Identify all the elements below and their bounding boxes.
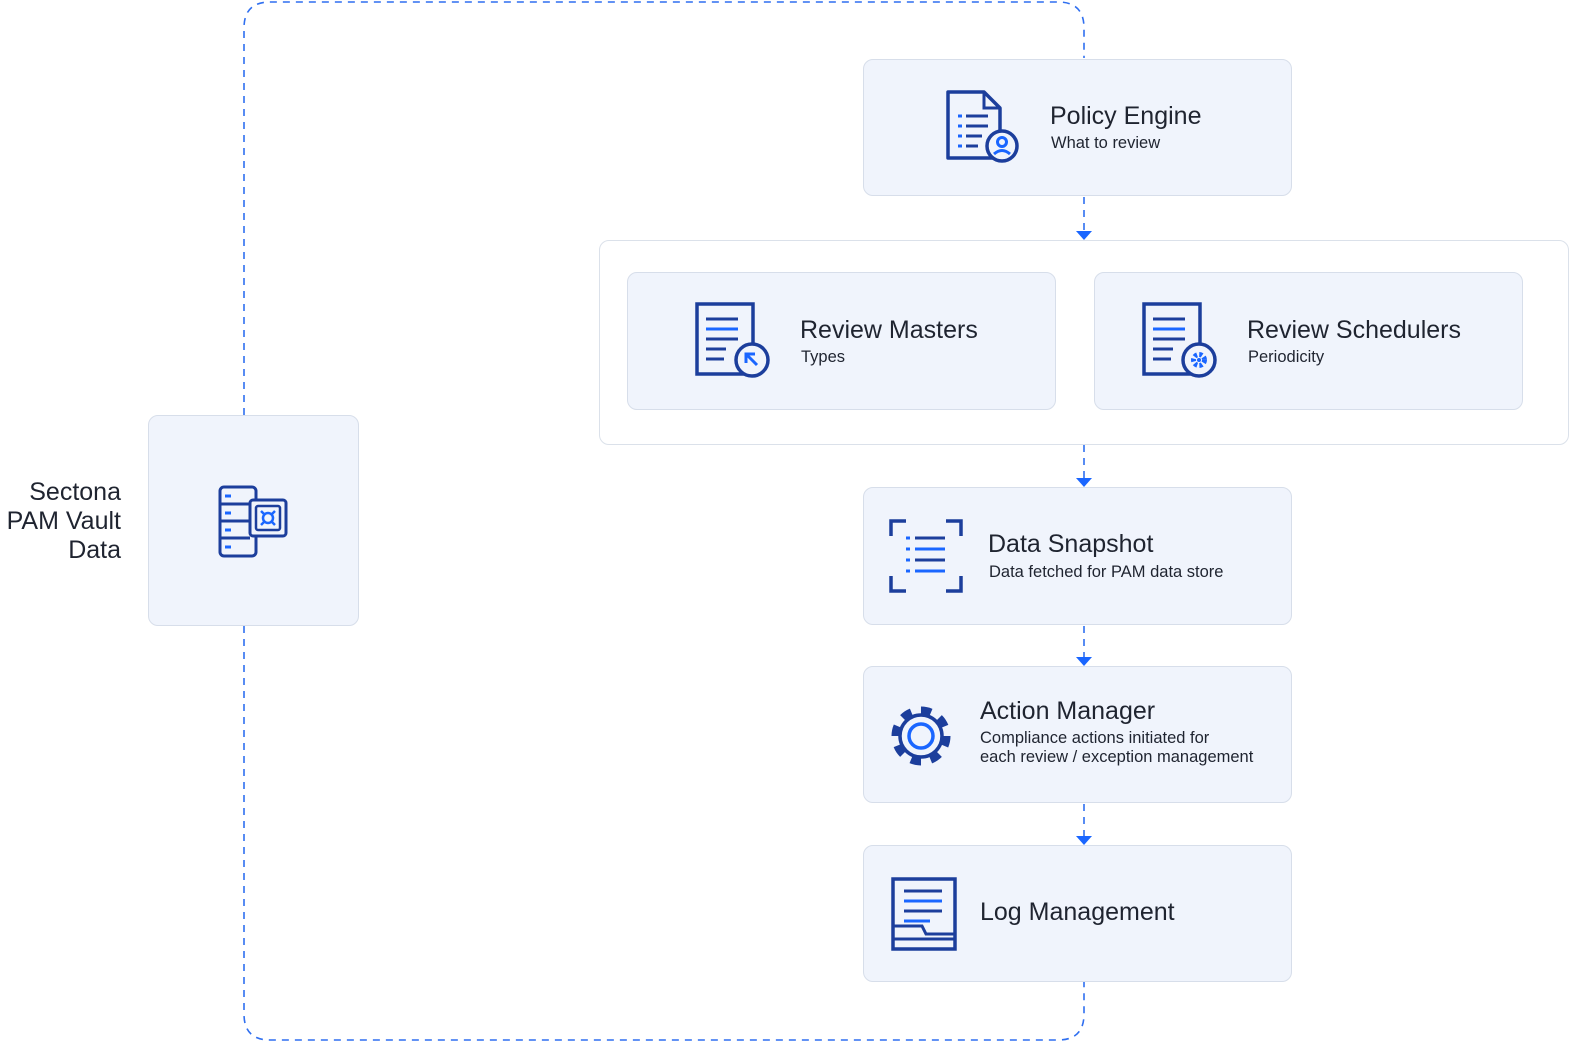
action-manager-subtitle-line: Compliance actions initiated for — [980, 729, 1210, 747]
arrowhead-snapshot — [1076, 478, 1092, 487]
data-snapshot-subtitle: Data fetched for PAM data store — [989, 563, 1224, 581]
action-manager-subtitle-line: each review / exception management — [980, 748, 1254, 766]
policy-engine-card: Policy Engine What to review — [863, 59, 1292, 196]
data-snapshot-title: Data Snapshot — [988, 530, 1154, 558]
vault-loop-connector — [243, 1, 1085, 415]
review-masters-title: Review Masters — [800, 316, 978, 344]
log-management-title: Log Management — [980, 898, 1175, 926]
vault-card — [148, 415, 359, 626]
vault-label-line: Sectona — [29, 478, 121, 506]
document-cursor-icon — [695, 302, 770, 378]
vault-label: Sectona PAM Vault Data — [0, 478, 121, 565]
vault-label-line: Data — [68, 536, 121, 564]
review-masters-card: Review Masters Types — [627, 272, 1056, 410]
data-snapshot-card: Data Snapshot Data fetched for PAM data … — [863, 487, 1292, 625]
review-schedulers-subtitle: Periodicity — [1248, 348, 1325, 366]
arrowhead-action — [1076, 657, 1092, 666]
log-book-icon — [891, 877, 957, 951]
scan-list-icon — [889, 519, 963, 593]
log-management-card: Log Management — [863, 845, 1292, 982]
policy-document-user-icon — [946, 90, 1019, 163]
review-schedulers-card: Review Schedulers Periodicity — [1094, 272, 1523, 410]
vault-label-line: PAM Vault — [6, 507, 121, 535]
arrowhead-log — [1076, 836, 1092, 845]
document-gear-icon — [1142, 302, 1217, 378]
arrowhead-review-group — [1076, 231, 1092, 240]
server-vault-icon — [218, 485, 288, 558]
vault-return-connector — [243, 626, 1085, 1041]
review-masters-subtitle: Types — [801, 348, 846, 366]
gear-icon — [891, 706, 951, 766]
action-manager-title: Action Manager — [980, 697, 1156, 725]
action-manager-card: Action Manager Compliance actions initia… — [863, 666, 1292, 803]
review-schedulers-title: Review Schedulers — [1247, 316, 1461, 344]
policy-engine-title: Policy Engine — [1050, 102, 1202, 130]
policy-engine-subtitle: What to review — [1051, 134, 1161, 152]
